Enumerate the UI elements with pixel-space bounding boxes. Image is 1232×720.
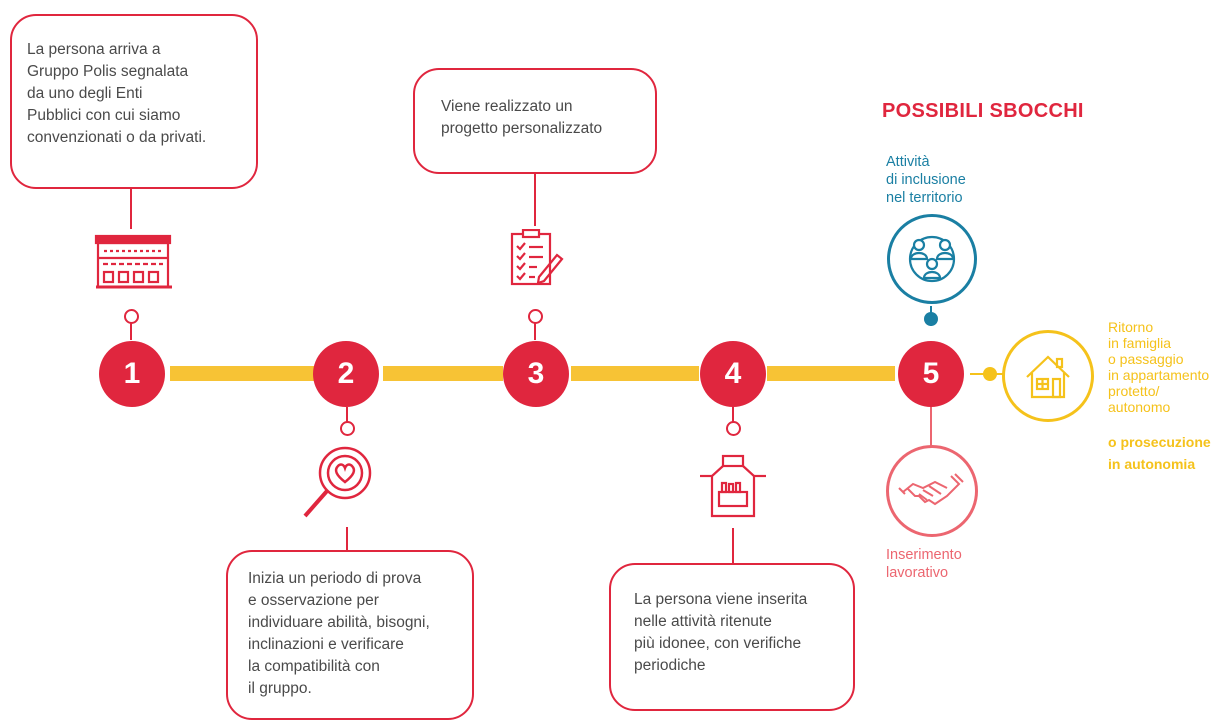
timeline-bar-2-3: [383, 366, 503, 381]
step-2-pin: [340, 421, 355, 436]
step-1-connector: [130, 189, 132, 229]
timeline-bar-3-4: [571, 366, 699, 381]
inclusion-dot: [924, 312, 938, 326]
step-1-pin: [124, 309, 139, 324]
building-icon: [94, 234, 174, 295]
step-3-pin-stem: [534, 323, 536, 340]
step-1-box: [10, 14, 258, 189]
step-4-connector: [732, 528, 734, 563]
step-1-pin-stem: [130, 323, 132, 340]
step-3-box: [413, 68, 657, 174]
step-4-pin-stem: [732, 407, 734, 423]
step-2-box: [226, 550, 474, 720]
step-2-number: 2: [313, 341, 379, 407]
apron-icon: [698, 454, 768, 525]
step-2-pin-stem: [346, 407, 348, 423]
step-3-pin: [528, 309, 543, 324]
step-3-number: 3: [503, 341, 569, 407]
home-dot: [983, 367, 997, 381]
step-3-connector: [534, 174, 536, 226]
step-4-box: [609, 563, 855, 711]
step-2-connector: [346, 527, 348, 550]
timeline-bar-1-2: [170, 366, 315, 381]
step-3-text: Viene realizzato un progetto personalizz…: [441, 98, 603, 137]
handshake-icon: [886, 445, 978, 537]
step-4-pin: [726, 421, 741, 436]
step-4-number: 4: [700, 341, 766, 407]
home-label-bold: o prosecuzione in autonomia: [1108, 434, 1211, 472]
magnifier-heart-icon: [300, 446, 372, 529]
step-5-number: 5: [898, 341, 964, 407]
step-2-text: Inizia un periodo di prova e osservazion…: [248, 570, 430, 697]
step-4-text: La persona viene inserita nelle attività…: [634, 591, 808, 674]
inclusion-label: Attività di inclusione nel territorio: [886, 154, 966, 206]
step-1-number: 1: [99, 341, 165, 407]
checklist-icon: [509, 228, 565, 292]
home-label: Ritorno in famiglia o passaggio in appar…: [1108, 319, 1210, 415]
work-label: Inserimento lavorativo: [886, 547, 962, 581]
work-connector: [930, 407, 932, 459]
house-icon: [1002, 330, 1094, 422]
step-1-text: La persona arriva a Gruppo Polis segnala…: [27, 41, 207, 146]
outcomes-title: POSSIBILI SBOCCHI: [882, 100, 1084, 122]
people-network-icon: [887, 214, 977, 304]
timeline-bar-4-5: [767, 366, 895, 381]
